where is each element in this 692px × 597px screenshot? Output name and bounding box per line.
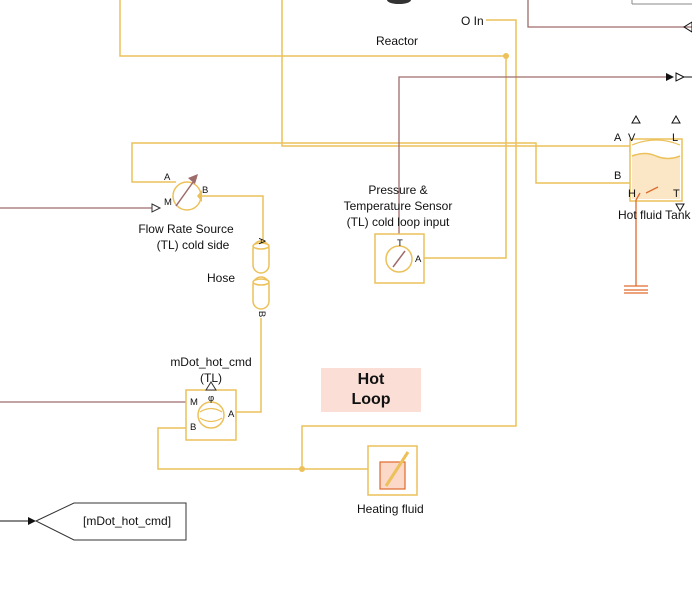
tank-port-t: T [673,188,680,200]
goto-block[interactable] [0,502,187,541]
signal-lines [0,76,668,403]
reactor-label: Reactor [376,34,419,48]
mdot-block[interactable] [185,381,237,441]
tank-port-b: B [614,170,622,182]
reactor-icon [387,0,411,4]
flow-source-icon[interactable] [172,174,202,211]
junction-dot [503,53,509,59]
top-right-signal-line[interactable] [527,0,692,28]
thermal-lines [624,192,648,294]
annotation-line-2: Loop [351,391,391,408]
mdot-label-1: mDot_hot_cmd [170,355,252,369]
mdot-port-b: B [190,422,197,433]
mdot-b-to-heating-line[interactable] [157,427,368,470]
goto-tag-label: [mDot_hot_cmd] [83,514,172,528]
tank-label: Hot fluid Tank [618,208,691,222]
flow-source-port-m: M [164,197,172,208]
sensor-label-3: (TL) cold loop input [346,215,450,229]
annotation-line-1: Hot [357,371,385,388]
tank-port-a: A [614,132,622,144]
mdot-port-m: M [190,397,198,408]
o-in-port-label: O In [461,14,484,28]
tank-port-h: H [628,188,636,200]
hot-loop-annotation: Hot Loop [321,368,421,412]
sensor-label-1: Pressure & [368,183,428,197]
hose-label: Hose [207,271,236,285]
mdot-label-2: (TL) [200,371,222,385]
sensor-label-2: Temperature Sensor [343,199,453,213]
hose-port-b: B [256,310,268,318]
arrow-icon [666,73,674,81]
heating-fluid-label: Heating fluid [357,502,424,516]
arrow-icon [683,21,692,33]
reactor-loop-line[interactable] [119,0,506,57]
flow-source-port-b: B [202,185,209,196]
tank-block[interactable] [629,114,685,213]
sensor-t-signal[interactable] [398,76,668,234]
flow-source-a-line[interactable] [131,142,630,184]
hose-icon[interactable] [252,240,270,310]
sensor-port-a: A [415,254,422,265]
tank-port-v: V [628,132,636,144]
heating-fluid-block[interactable] [367,445,418,496]
thermal-liquid-lines [119,0,631,470]
flow-source-label-1: Flow Rate Source [138,222,234,236]
o-in-line[interactable] [301,19,517,469]
sensor-port-t: T [397,238,403,249]
hose-to-mdot-line[interactable] [236,318,262,413]
flow-source-label-2: (TL) cold side [156,238,230,252]
flow-source-port-a: A [164,172,171,183]
arrow-icon [675,72,686,82]
reactor-to-tank-line[interactable] [281,0,631,152]
sensor-line[interactable] [424,56,507,259]
tank-port-l: L [672,132,679,144]
flow-source-b-to-hose[interactable] [202,195,264,240]
mdot-port-phi: φ [208,393,215,404]
hose-port-a: A [256,237,268,245]
mdot-port-a: A [228,409,235,420]
arrow-icon [151,203,162,213]
sensor-block[interactable] [374,233,425,284]
tank-h-thermal-line[interactable] [635,192,641,286]
junction-dot [299,466,305,472]
